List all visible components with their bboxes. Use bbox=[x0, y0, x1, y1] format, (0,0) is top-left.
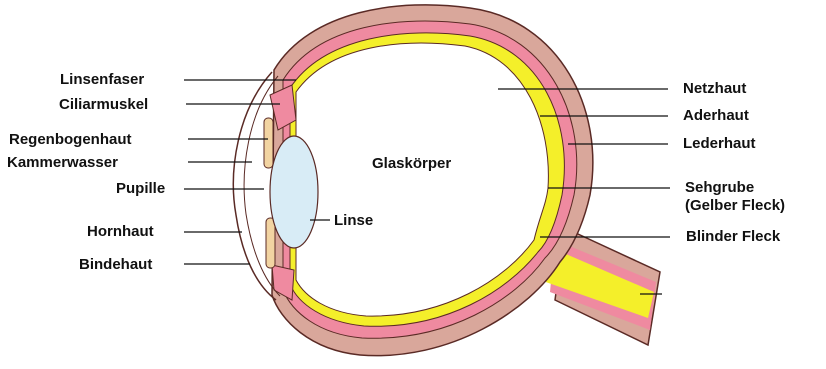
label-linse: Linse bbox=[334, 212, 373, 229]
lens bbox=[270, 136, 318, 248]
label-pupille: Pupille bbox=[116, 180, 165, 197]
label-sehgrube: Sehgrube bbox=[685, 179, 754, 196]
iris-lower bbox=[266, 218, 275, 268]
label-regenbogenhaut: Regenbogenhaut bbox=[9, 131, 132, 148]
label-kammerwasser: Kammerwasser bbox=[7, 154, 118, 171]
label-gelber-fleck: (Gelber Fleck) bbox=[685, 197, 785, 214]
label-blinder-fleck: Blinder Fleck bbox=[686, 228, 780, 245]
label-bindehaut: Bindehaut bbox=[79, 256, 152, 273]
label-aderhaut: Aderhaut bbox=[683, 107, 749, 124]
label-glaskoerper: Glaskörper bbox=[372, 155, 451, 172]
label-hornhaut: Hornhaut bbox=[87, 223, 154, 240]
iris-upper bbox=[264, 118, 273, 168]
label-linsenfaser: Linsenfaser bbox=[60, 71, 144, 88]
label-netzhaut: Netzhaut bbox=[683, 80, 746, 97]
label-lederhaut: Lederhaut bbox=[683, 135, 756, 152]
label-ciliarmuskel: Ciliarmuskel bbox=[59, 96, 148, 113]
